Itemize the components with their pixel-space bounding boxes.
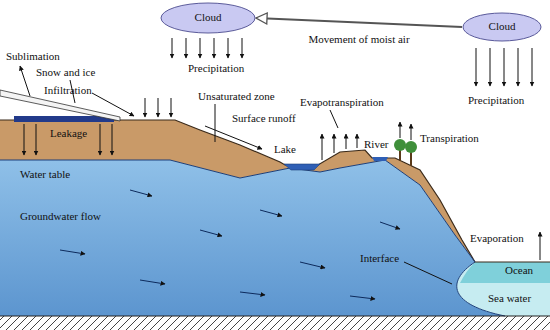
cloud-label: Cloud bbox=[195, 11, 222, 24]
precipitation-arrow bbox=[186, 38, 187, 58]
leakage-arrow bbox=[36, 124, 37, 155]
interface-leader bbox=[404, 262, 452, 284]
infiltration-arrow bbox=[158, 98, 159, 117]
evaporation-arrow bbox=[540, 232, 541, 260]
infiltration-arrow bbox=[171, 98, 172, 117]
lake-water bbox=[284, 164, 320, 170]
precipitation-arrow bbox=[476, 48, 477, 86]
process-label: Surface runoff bbox=[232, 112, 296, 124]
cloud-fill bbox=[463, 13, 541, 41]
trees bbox=[394, 139, 417, 166]
flow-arrow bbox=[130, 190, 152, 196]
flow-arrow bbox=[380, 222, 400, 229]
leakage-arrow bbox=[24, 124, 25, 155]
flow-arrow bbox=[60, 250, 85, 254]
process-label: Leakage bbox=[50, 127, 87, 139]
infiltration-arrow bbox=[92, 93, 134, 116]
unsaturated-leader bbox=[215, 104, 216, 142]
process-arrows bbox=[20, 38, 540, 284]
flow-arrow bbox=[200, 230, 222, 236]
edge-label: Movement of moist air bbox=[306, 33, 411, 45]
evapotranspiration-arrow bbox=[322, 134, 323, 160]
unsaturated-zone bbox=[0, 120, 475, 262]
process-label: Evapotranspiration bbox=[300, 96, 384, 108]
cloud-label: Cloud bbox=[489, 20, 516, 33]
precipitation-arrow bbox=[518, 48, 519, 86]
process-label: Evaporation bbox=[470, 232, 524, 244]
process-label: Interface bbox=[360, 252, 399, 264]
transpiration-arrow bbox=[411, 124, 412, 140]
bedrock-line bbox=[0, 315, 550, 316]
precipitation-arrow bbox=[490, 48, 491, 86]
flow-arrow bbox=[300, 262, 325, 268]
groundwater-flow-arrows bbox=[60, 190, 400, 299]
precipitation-arrow bbox=[200, 38, 201, 58]
evapotranspiration-arrow bbox=[346, 134, 347, 149]
flow-arrow bbox=[240, 292, 265, 295]
cloud-fill bbox=[161, 3, 255, 33]
tree-crown bbox=[405, 141, 417, 153]
runoff-arrow bbox=[205, 126, 262, 149]
tree-trunk bbox=[399, 150, 401, 161]
process-label: Ocean bbox=[505, 264, 533, 276]
evapotranspiration-arrow bbox=[334, 134, 335, 153]
infiltration-arrow bbox=[145, 98, 146, 117]
cloud-shape: Cloud bbox=[160, 2, 256, 34]
water-table-line bbox=[0, 160, 475, 262]
process-label: Transpiration bbox=[420, 132, 479, 144]
ground-surface bbox=[0, 120, 550, 262]
process-label: Lake bbox=[274, 143, 296, 155]
process-label: Precipitation bbox=[468, 94, 524, 106]
flow-arrow bbox=[260, 210, 282, 216]
process-label: Precipitation bbox=[188, 62, 244, 74]
precipitation-arrow bbox=[532, 48, 533, 86]
precipitation-arrow bbox=[228, 38, 229, 58]
tree-trunk bbox=[410, 152, 412, 166]
ocean-water bbox=[460, 262, 550, 283]
process-label: Snow and ice bbox=[36, 66, 95, 78]
evapotranspiration-leader bbox=[330, 110, 338, 128]
precipitation-arrow bbox=[242, 38, 243, 58]
precipitation-arrow bbox=[504, 48, 505, 86]
sublimation-arrow bbox=[20, 66, 30, 96]
bedrock-hatch bbox=[0, 316, 550, 330]
evapotranspiration-arrow bbox=[357, 134, 358, 148]
flow-arrow bbox=[140, 280, 165, 284]
process-label: Sea water bbox=[488, 292, 531, 304]
transpiration-arrow bbox=[400, 122, 401, 138]
cloud-shape: Cloud bbox=[462, 12, 542, 42]
precipitation-arrow bbox=[214, 38, 215, 58]
river-water bbox=[372, 157, 388, 161]
sea-water-wedge bbox=[457, 262, 550, 316]
process-label: Unsaturated zone bbox=[198, 90, 275, 102]
leakage-arrow bbox=[100, 124, 101, 155]
process-label: Infiltration bbox=[44, 84, 92, 96]
interface-line bbox=[457, 262, 505, 316]
moist-air-arrow bbox=[256, 18, 462, 27]
process-label: Groundwater flow bbox=[20, 210, 101, 222]
tree-crown bbox=[394, 139, 406, 151]
leakage-arrow bbox=[112, 124, 113, 155]
process-label: River bbox=[364, 138, 388, 150]
flow-arrow bbox=[350, 296, 375, 299]
precipitation-arrow bbox=[172, 38, 173, 58]
process-label: Sublimation bbox=[6, 50, 60, 62]
process-label: Water table bbox=[20, 168, 70, 180]
